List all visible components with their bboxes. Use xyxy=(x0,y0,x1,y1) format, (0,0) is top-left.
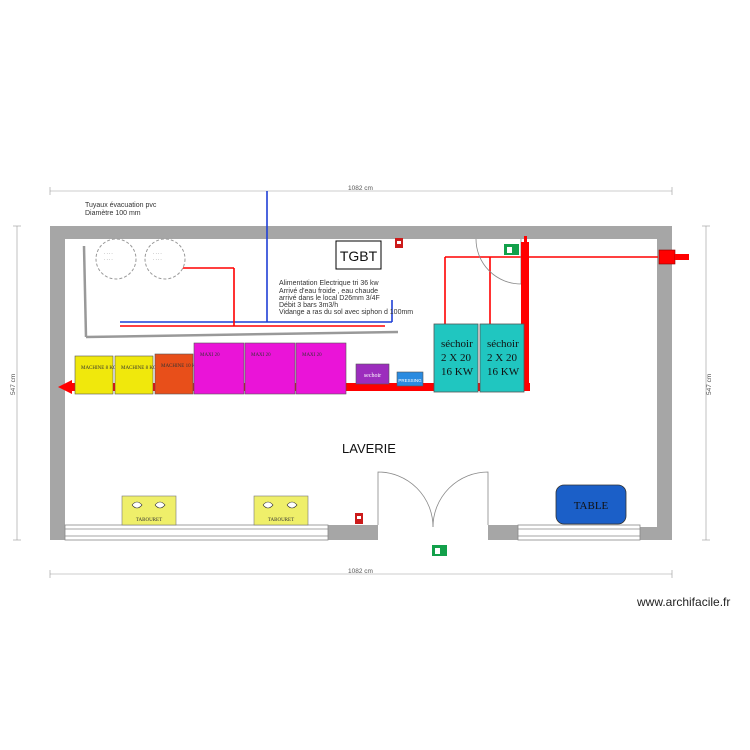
dryer-1[interactable]: séchoir 2 X 20 16 KW xyxy=(433,323,479,393)
dryer-1-line1: séchoir xyxy=(441,338,473,350)
washing-machine-body xyxy=(244,342,296,395)
power-inlet-box xyxy=(658,249,689,265)
washing-machine-label: MAXI 20 xyxy=(302,353,322,358)
washing-machine-body xyxy=(114,355,154,395)
height-label-right: 547 cm xyxy=(706,374,713,395)
dimension-left: 547 cm xyxy=(10,225,21,541)
walls xyxy=(50,226,672,540)
dimension-bottom: 1082 cm xyxy=(49,568,673,578)
floor-drain-1: · · · · · · · · xyxy=(95,238,137,280)
tgbt-panel[interactable]: TGBT xyxy=(335,240,382,270)
dryer-1-line3: 16 KW xyxy=(441,366,474,378)
table[interactable]: TABLE xyxy=(555,484,627,525)
washing-machine-body xyxy=(154,353,194,395)
supply-note-3: arrivé dans le local D26mm 3/4F xyxy=(279,295,380,302)
washing-machine-5[interactable]: MAXI 20 xyxy=(244,342,296,395)
exit-sign-bottom-icon xyxy=(432,545,447,556)
entrance-double-door[interactable] xyxy=(377,471,489,528)
dimension-right: 547 cm xyxy=(702,225,713,541)
dryer-2-line1: séchoir xyxy=(487,338,519,350)
tgbt-label: TGBT xyxy=(340,248,378,264)
washing-machine-body xyxy=(74,355,114,395)
dryer-2[interactable]: séchoir 2 X 20 16 KW xyxy=(479,323,525,393)
width-label-bottom: 1082 cm xyxy=(348,568,373,575)
svg-text:· · · ·: · · · · xyxy=(104,257,113,262)
pressing-label: PRESSING xyxy=(398,378,422,383)
windows xyxy=(64,524,641,541)
pressing-unit[interactable]: PRESSING xyxy=(396,371,424,387)
pipes-note-line1: Tuyaux évacuation pvc xyxy=(85,202,157,209)
height-label-left: 547 cm xyxy=(10,374,17,395)
dryer-2-line3: 16 KW xyxy=(487,366,520,378)
dryer-2-line2: 2 X 20 xyxy=(487,352,517,364)
fire-alarm-icon xyxy=(395,238,403,248)
fire-alarm-icon-bottom xyxy=(355,513,363,524)
washing-machine-3[interactable]: MACHINE 10 KG xyxy=(154,353,199,395)
main-power-riser xyxy=(521,236,529,390)
washing-machine-label: MACHINE 8 KG xyxy=(81,366,117,371)
supply-note-4: Débit 3 bars 3m3/h xyxy=(279,302,338,309)
washing-machine-1[interactable]: MACHINE 8 KG xyxy=(74,355,117,395)
water-pipes xyxy=(120,191,393,323)
washing-machine-body xyxy=(193,342,245,395)
site-watermark: www.archifacile.fr xyxy=(637,595,731,609)
svg-text:· · · ·: · · · · xyxy=(153,251,162,256)
washing-machine-4[interactable]: MAXI 20 xyxy=(193,342,245,395)
room-label: LAVERIE xyxy=(342,441,396,456)
washing-machine-6[interactable]: MAXI 20 xyxy=(295,342,347,395)
washing-machine-body xyxy=(295,342,347,395)
exit-sign-icon xyxy=(504,244,519,255)
stool-2[interactable]: TABOURET xyxy=(253,495,309,526)
washing-machine-label: MAXI 20 xyxy=(200,353,220,358)
dryer-1-line2: 2 X 20 xyxy=(441,352,471,364)
supply-note-5: Vidange a ras du sol avec siphon d 100mm xyxy=(279,309,413,316)
dimension-top: 1082 cm xyxy=(49,185,673,195)
small-dryer-unit[interactable]: sechoir xyxy=(355,363,390,385)
washing-machine-label: MAXI 20 xyxy=(251,353,271,358)
washing-machine-2[interactable]: MACHINE 8 KG xyxy=(114,355,157,395)
stool-2-label: TABOURET xyxy=(268,518,294,523)
width-label-top: 1082 cm xyxy=(348,185,373,192)
pipes-note-line2: Diamètre 100 mm xyxy=(85,210,141,217)
washing-machine-label: MACHINE 10 KG xyxy=(161,364,199,369)
supply-note-2: Arrivé d'eau froide , eau chaude xyxy=(279,288,378,295)
table-label: TABLE xyxy=(574,500,609,512)
supply-note-1: Alimentation Electrique tri 36 kw xyxy=(279,280,380,287)
washing-machines: MACHINE 8 KG MACHINE 8 KG MACHINE 10 KG MAX… xyxy=(74,342,347,395)
svg-text:· · · ·: · · · · xyxy=(104,251,113,256)
drain-pipe xyxy=(82,245,399,339)
supply-notes: Alimentation Electrique tri 36 kw Arrivé… xyxy=(279,280,413,316)
floor-drain-2: · · · · · · · · xyxy=(144,238,186,280)
stool-1-label: TABOURET xyxy=(136,518,162,523)
small-dryer-label: sechoir xyxy=(364,373,381,379)
svg-text:· · · ·: · · · · xyxy=(153,257,162,262)
stool-1[interactable]: TABOURET xyxy=(121,495,177,526)
washing-machine-label: MACHINE 8 KG xyxy=(121,366,157,371)
